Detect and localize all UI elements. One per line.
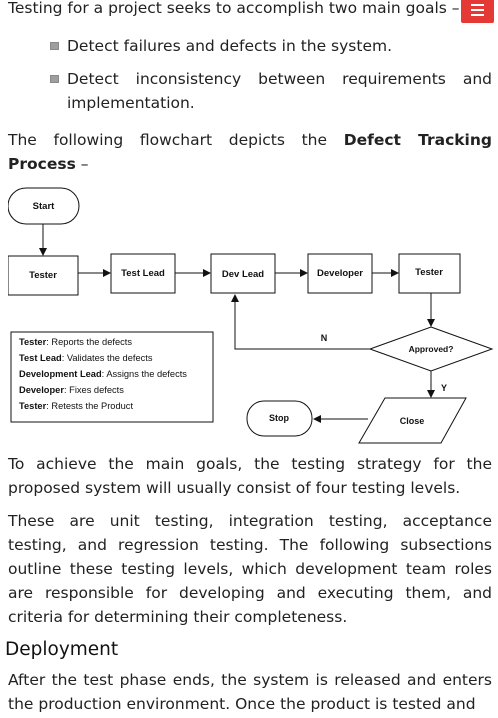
legend-item: Tester: Retests the Product: [19, 401, 133, 411]
approved-label: Approved?: [409, 344, 454, 354]
test-lead-box: [110, 253, 176, 294]
legend-item: Development Lead: Assigns the defects: [19, 369, 187, 379]
tester-retest-label: Tester: [415, 267, 443, 278]
legend-box: [10, 331, 214, 423]
arrow-no-loop: [231, 294, 370, 350]
intro-text: Testing for a project seeks to accomplis…: [8, 0, 460, 17]
start-label: Start: [33, 201, 55, 212]
hamburger-icon-bar: [471, 13, 484, 16]
stop-terminal: [246, 400, 313, 437]
goal-text: Detect inconsistency between requirement…: [67, 70, 492, 112]
legend-item: Developer: Fixes defects: [19, 385, 124, 395]
testing-levels-paragraph: These are unit testing, integration test…: [8, 512, 492, 626]
goals-list: Detect failures and defects in the syste…: [48, 34, 492, 115]
tester-box: [8, 255, 79, 296]
stop-label: Stop: [269, 413, 289, 423]
legend-item: Test Lead: Validates the defects: [19, 353, 153, 363]
tester-label: Tester: [29, 270, 57, 281]
flowchart-svg: Start Tester Test Lead Dev Lead Develope…: [8, 187, 494, 444]
deployment-paragraph: After the test phase ends, the system is…: [8, 671, 492, 713]
hamburger-icon-bar: [471, 8, 484, 11]
flowchart-intro: The following flowchart depicts the Defe…: [8, 128, 492, 176]
list-item: Detect inconsistency between requirement…: [48, 67, 492, 115]
close-label: Close: [400, 416, 425, 426]
hamburger-icon-bar: [471, 3, 484, 6]
legend-item: Tester: Reports the defects: [19, 337, 132, 347]
flowchart-intro-dash: –: [75, 155, 89, 173]
hamburger-menu-button[interactable]: [461, 0, 494, 23]
list-item: Detect failures and defects in the syste…: [48, 34, 492, 58]
dev-lead-label: Dev Lead: [222, 269, 264, 280]
strategy-paragraph: To achieve the main goals, the testing s…: [8, 455, 492, 497]
square-bullet-icon: [50, 42, 59, 50]
goal-text: Detect failures and defects in the syste…: [67, 37, 393, 55]
square-bullet-icon: [50, 75, 59, 83]
close-box: [358, 397, 467, 444]
flowchart-intro-text: The following flowchart depicts the: [8, 131, 344, 149]
dev-lead-box: [210, 253, 276, 294]
developer-box: [307, 253, 373, 294]
yes-label: Y: [441, 383, 447, 393]
test-lead-label: Test Lead: [121, 268, 165, 279]
developer-label: Developer: [317, 268, 363, 279]
flowchart-intro-bold: Defect Tracking Process: [8, 131, 493, 173]
tester-retest-box: [398, 253, 461, 294]
deployment-heading: Deployment: [5, 639, 119, 660]
defect-tracking-flowchart: Start Tester Test Lead Dev Lead Develope…: [8, 181, 498, 451]
no-label: N: [321, 333, 328, 343]
